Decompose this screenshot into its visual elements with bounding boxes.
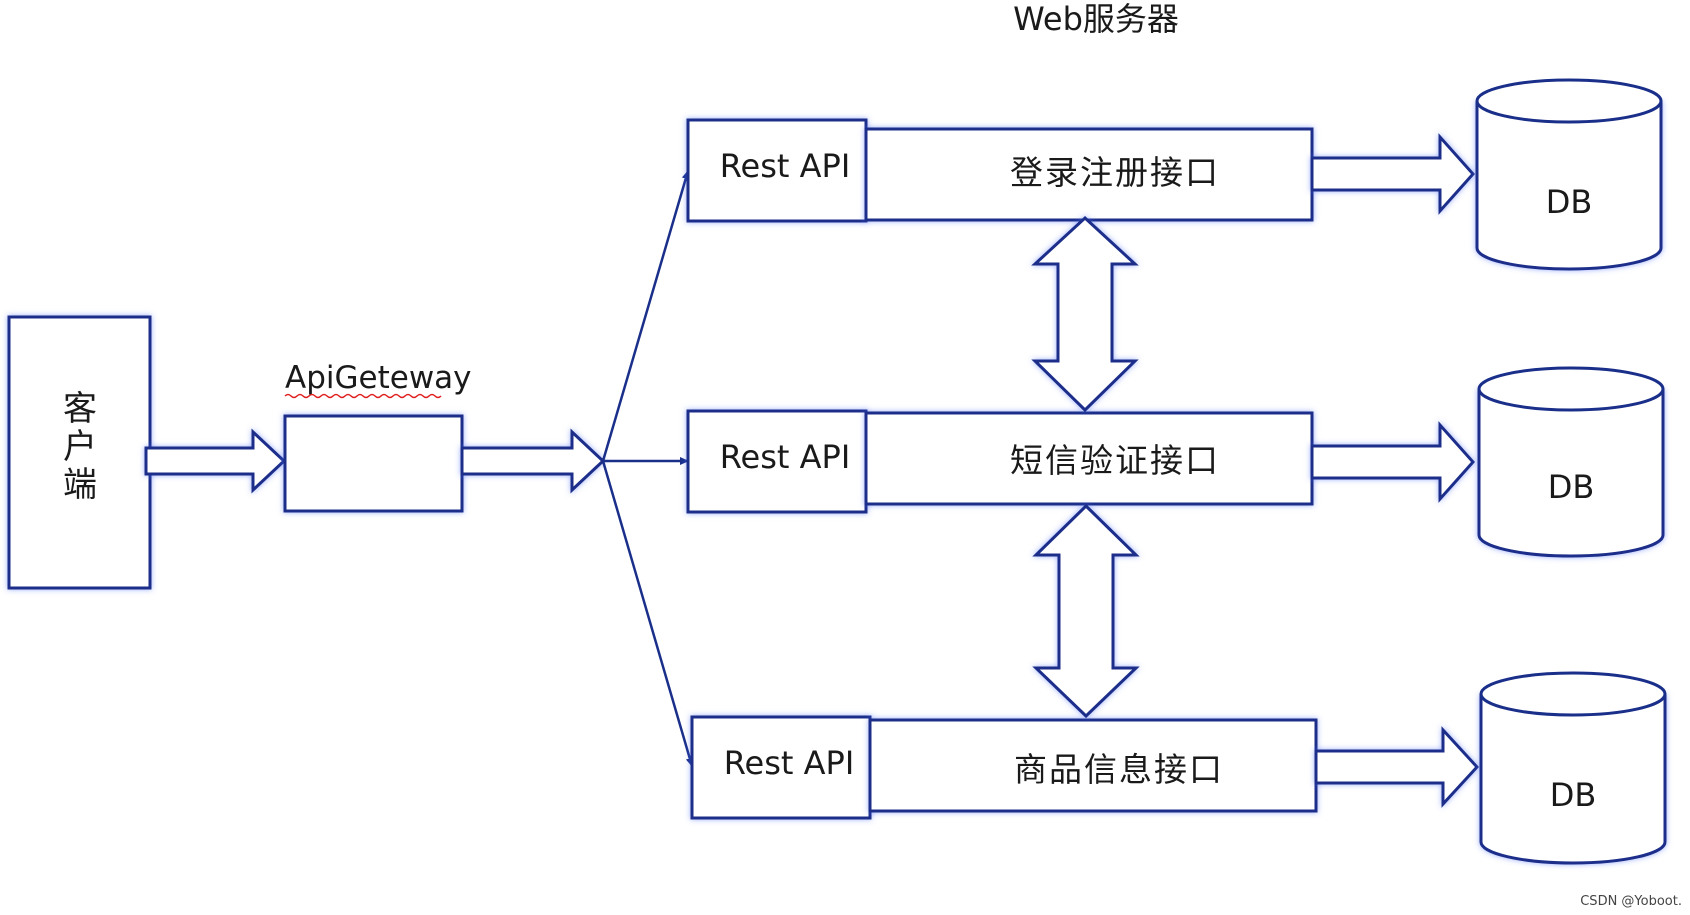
client-char-1: 客 (63, 389, 97, 429)
service-to-db-arrow (1310, 421, 1476, 503)
sms-product-double-arrow (1032, 503, 1140, 719)
db-cylinder: DB (1475, 78, 1663, 271)
db-label: DB (1546, 183, 1593, 221)
web-server-title: Web服务器 (1013, 0, 1179, 38)
service-to-db-arrow (1314, 726, 1480, 808)
login-sms-double-arrow (1031, 215, 1139, 413)
spellcheck-underline (284, 393, 442, 399)
client-node: 客 户 端 (7, 315, 152, 590)
db-label: DB (1550, 776, 1597, 814)
rest-api-label: Rest API (720, 438, 851, 476)
db-label: DB (1548, 468, 1595, 506)
gateway-box (283, 414, 464, 513)
service-row-login: Rest API 登录注册接口 DB (686, 78, 1663, 271)
watermark: CSDN @Yoboot. (1580, 894, 1682, 909)
route-line-login (601, 170, 690, 462)
client-to-gateway-arrow (144, 428, 287, 494)
client-char-3: 端 (63, 465, 97, 505)
db-cylinder: DB (1479, 671, 1667, 865)
service-name: 商品信息接口 (1014, 750, 1224, 789)
gateway-to-router-arrow (460, 428, 606, 494)
service-to-db-arrow (1310, 133, 1476, 215)
service-row-sms: Rest API 短信验证接口 DB (686, 366, 1665, 558)
rest-api-label: Rest API (724, 744, 855, 782)
db-cylinder: DB (1477, 366, 1665, 558)
gateway-label: ApiGeteway (285, 360, 472, 396)
client-char-2: 户 (63, 427, 97, 467)
service-name: 登录注册接口 (1010, 153, 1220, 192)
service-row-product: Rest API 商品信息接口 DB (690, 671, 1667, 865)
rest-api-label: Rest API (720, 147, 851, 185)
service-name: 短信验证接口 (1010, 441, 1220, 480)
route-line-product (601, 460, 694, 767)
